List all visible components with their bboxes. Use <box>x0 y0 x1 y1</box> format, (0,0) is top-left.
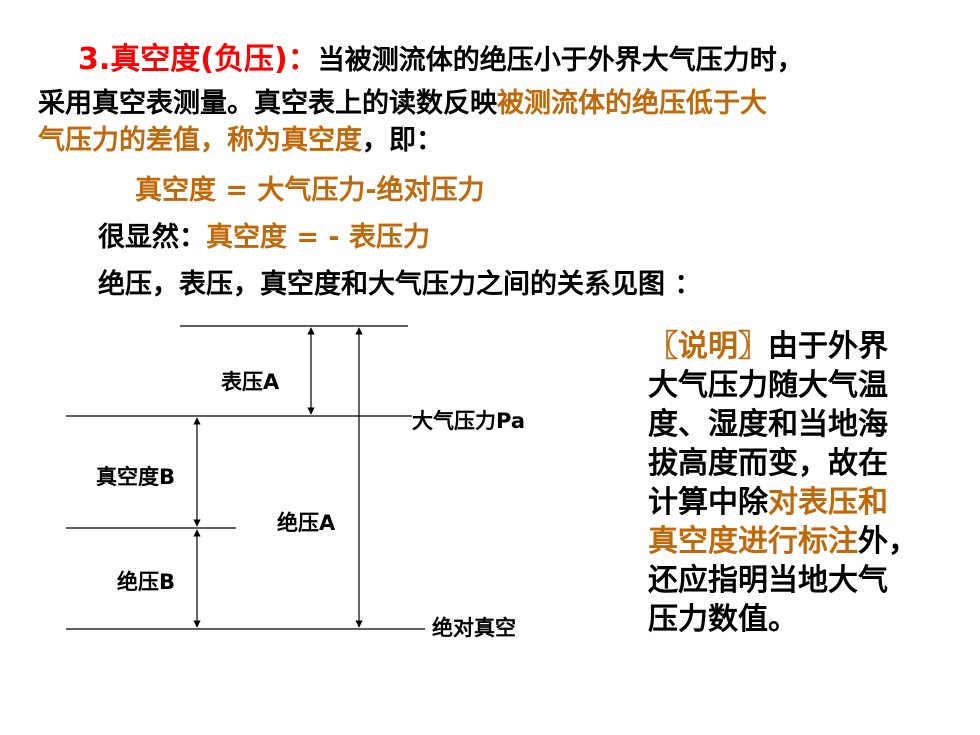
formula-vacuum: 真空度 = 大气压力-绝对压力 <box>135 175 485 206</box>
highlight-text: 气压力的差值，称为真空度 <box>38 125 362 156</box>
highlight-text: 被测流体的绝压低于大 <box>497 88 767 119</box>
label-atmospheric-pressure: 大气压力Pa <box>412 409 525 433</box>
note-text: 外， <box>858 524 918 559</box>
heading-text: 采用真空表测量。真空表上的读数反映 <box>38 88 497 119</box>
heading-text: ，即： <box>362 125 443 156</box>
label-absolute-zero: 绝对真空 <box>432 616 516 640</box>
label-absolute-b: 绝压B <box>117 570 176 594</box>
heading-line-2: 采用真空表测量。真空表上的读数反映被测流体的绝压低于大 <box>38 88 767 120</box>
note-line: 度、湿度和当地海 <box>648 407 888 442</box>
note-text: 计算中除 <box>648 485 768 520</box>
note-bracket: 〖说明〗 <box>648 329 768 364</box>
heading-line-3: 气压力的差值，称为真空度，即： <box>38 125 443 157</box>
label-absolute-a: 绝压A <box>277 511 336 535</box>
formula-prefix: 很显然： <box>98 222 206 253</box>
note-line: 〖说明〗由于外界 <box>648 327 918 366</box>
note-line: 拔高度而变，故在 <box>648 446 888 481</box>
note-line: 压力数值。 <box>648 602 798 637</box>
note-line: 真空度进行标注外， <box>648 522 918 561</box>
label-vacuum: 真空度B <box>96 465 176 489</box>
note-highlight: 对表压和 <box>768 485 888 520</box>
note-text: 由于外界 <box>768 329 888 364</box>
heading-text: 当被测流体的绝压小于外界大气压力时， <box>317 45 804 76</box>
note-line: 大气压力随大气温 <box>648 368 888 403</box>
relation-line: 绝压，表压，真空度和大气压力之间的关系见图 ： <box>98 269 702 300</box>
note-line: 计算中除对表压和 <box>648 483 918 522</box>
note-block: 〖说明〗由于外界 大气压力随大气温 度、湿度和当地海 拔高度而变，故在 计算中除… <box>648 327 918 639</box>
note-line: 还应指明当地大气 <box>648 563 888 598</box>
note-highlight: 真空度进行标注 <box>648 524 858 559</box>
heading-line-1: 3.真空度(负压)：当被测流体的绝压小于外界大气压力时， <box>78 44 804 77</box>
section-title: 3.真空度(负压)： <box>78 42 318 77</box>
label-gauge-pressure: 表压A <box>221 370 280 394</box>
formula-gauge-line: 很显然：真空度 = - 表压力 <box>98 222 430 254</box>
formula-value: 真空度 = - 表压力 <box>206 222 431 253</box>
